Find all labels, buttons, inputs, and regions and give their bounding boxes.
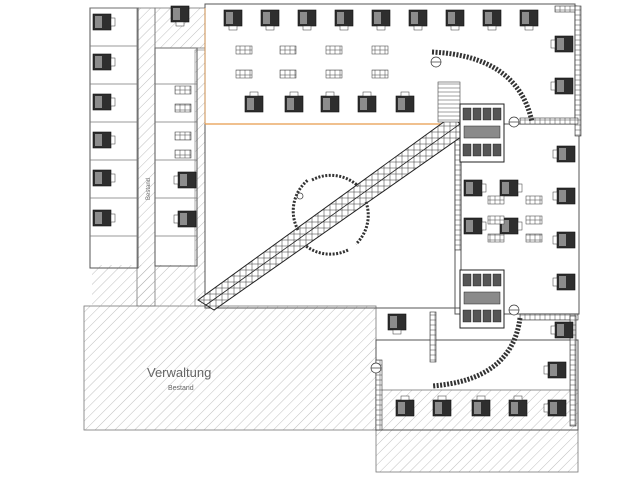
conference-table-icon — [525, 215, 543, 225]
workstation-icon — [297, 9, 317, 31]
diagonal-bridge — [197, 115, 469, 311]
office-cells-inner — [155, 47, 197, 237]
conference-table-icon — [371, 45, 389, 55]
workstation-icon — [170, 5, 190, 27]
conference-table-icon — [279, 69, 297, 79]
wc-core-lower — [459, 269, 505, 329]
wc-fixture-icon — [482, 273, 492, 287]
workstation-icon — [552, 273, 576, 291]
workstation-icon — [499, 179, 523, 197]
workstation-icon — [482, 9, 502, 31]
workstation-icon — [284, 91, 304, 113]
circular-landing — [291, 173, 370, 256]
wc-fixture-icon — [492, 143, 502, 157]
wc-fixture-icon — [472, 143, 482, 157]
wc-fixture-icon — [462, 309, 472, 323]
conference-table-icon — [325, 45, 343, 55]
workstation-icon — [334, 9, 354, 31]
wc-core-upper — [459, 103, 505, 163]
workstation-icon — [508, 395, 528, 417]
wc-fixture-icon — [482, 107, 492, 121]
conference-table-icon — [325, 69, 343, 79]
workstation-icon — [357, 91, 377, 113]
office-cells-left — [90, 7, 138, 237]
conference-table-icon — [174, 103, 192, 113]
workstation-icon — [92, 131, 116, 149]
workstation-icon — [550, 321, 574, 339]
ceiling-fixture-icon — [508, 304, 520, 316]
corridor-label: Bestand — [146, 178, 152, 200]
workstations — [92, 5, 576, 417]
wc-fixture-icon — [462, 273, 472, 287]
conference-table-icon — [525, 195, 543, 205]
workstation-icon — [223, 9, 243, 31]
workstation-icon — [519, 9, 539, 31]
conference-table-icon — [174, 131, 192, 141]
conference-table-icon — [371, 69, 389, 79]
lamps — [370, 56, 520, 374]
workstation-icon — [371, 9, 391, 31]
wc-fixture-icon — [472, 107, 482, 121]
conference-table-icon — [487, 233, 505, 243]
building-label: Verwaltung — [147, 365, 211, 380]
wc-fixture-icon — [492, 273, 502, 287]
ceiling-fixture-icon — [508, 116, 520, 128]
workstation-icon — [550, 77, 574, 95]
workstation-icon — [260, 9, 280, 31]
workstation-icon — [552, 187, 576, 205]
workstation-icon — [445, 9, 465, 31]
workstation-icon — [92, 93, 116, 111]
ceiling-fixture-icon — [430, 56, 442, 68]
ceiling-fixture-icon — [296, 192, 304, 200]
conference-table-icon — [235, 45, 253, 55]
wc-fixture-icon — [492, 107, 502, 121]
workstation-icon — [499, 217, 523, 235]
workstation-icon — [463, 217, 487, 235]
workstation-icon — [173, 210, 197, 228]
workstation-icon — [244, 91, 264, 113]
workstation-icon — [173, 171, 197, 189]
wc-fixture-icon — [492, 309, 502, 323]
workstation-icon — [395, 91, 415, 113]
wc-partition — [463, 125, 501, 139]
glass-partitions — [375, 5, 582, 431]
staircase-icon — [437, 81, 461, 123]
workstation-icon — [552, 231, 576, 249]
wc-fixture-icon — [462, 107, 472, 121]
conference-table-icon — [174, 85, 192, 95]
workstation-icon — [471, 395, 491, 417]
wc-fixture-icon — [482, 309, 492, 323]
workstation-icon — [92, 169, 116, 187]
conference-table-icon — [525, 233, 543, 243]
curved-walls — [431, 49, 535, 389]
conference-table-icon — [487, 215, 505, 225]
wc-fixture-icon — [472, 309, 482, 323]
conference-table-icon — [487, 195, 505, 205]
workstation-icon — [92, 13, 116, 31]
workstation-icon — [408, 9, 428, 31]
workstation-icon — [320, 91, 340, 113]
workstation-icon — [552, 145, 576, 163]
workstation-icon — [395, 395, 415, 417]
workstation-icon — [387, 313, 407, 335]
workstation-icon — [92, 53, 116, 71]
workstation-icon — [92, 209, 116, 227]
workstation-icon — [463, 179, 487, 197]
building-sublabel: Bestand — [168, 385, 194, 392]
conference-table-icon — [279, 45, 297, 55]
ceiling-fixture-icon — [370, 362, 382, 374]
wc-fixture-icon — [472, 273, 482, 287]
conference-table-icon — [235, 69, 253, 79]
open-tables — [174, 45, 543, 243]
wc-partition — [463, 291, 501, 305]
wc-fixture-icon — [482, 143, 492, 157]
workstation-icon — [543, 399, 567, 417]
wc-fixture-icon — [462, 143, 472, 157]
workstation-icon — [550, 35, 574, 53]
workstation-icon — [543, 361, 567, 379]
workstation-icon — [432, 395, 452, 417]
conference-table-icon — [174, 149, 192, 159]
